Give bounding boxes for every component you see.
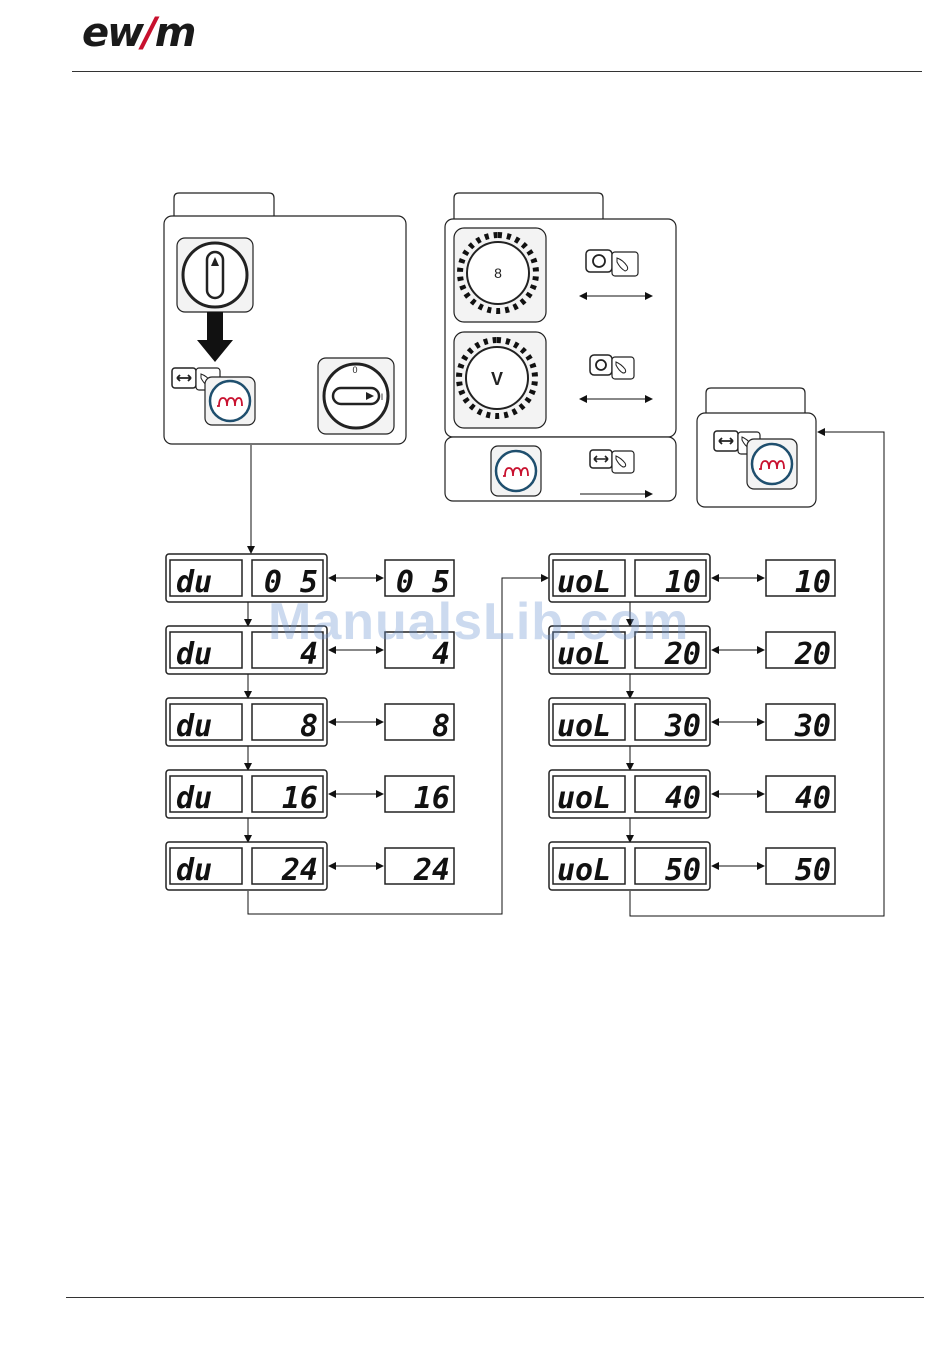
- display-mid: 16: [282, 781, 318, 816]
- display-right: 20: [794, 637, 831, 672]
- display-right: 30: [794, 709, 831, 744]
- panel-3: [697, 388, 816, 507]
- display-mid: 50: [665, 853, 701, 888]
- watermark: ManualsLib.com: [268, 592, 689, 652]
- display-right: 10: [795, 565, 831, 600]
- display-left: du: [176, 565, 212, 600]
- display-left: du: [176, 709, 212, 744]
- main-switch-icon: [177, 238, 253, 312]
- pushbutton-icon: [590, 355, 634, 379]
- display-left: du: [176, 853, 212, 888]
- knob-v-label: V: [491, 369, 503, 389]
- display-right: 16: [414, 781, 450, 816]
- switch-on-label: I: [381, 392, 384, 402]
- display-left: uoL: [557, 853, 611, 888]
- display-mid: 8: [300, 709, 318, 744]
- display-row: uoL 40 40: [549, 770, 835, 818]
- display-row: uoL 30 30: [549, 698, 835, 746]
- welding-mode-icon: [747, 439, 797, 489]
- display-left: du: [176, 781, 212, 816]
- display-row: uoL 50 50: [549, 842, 835, 890]
- switch-off-label: 0: [352, 365, 357, 375]
- welding-mode-icon: [205, 377, 255, 425]
- panel-2: 8 V: [445, 193, 676, 501]
- display-left: du: [176, 637, 212, 672]
- display-left: uoL: [557, 709, 611, 744]
- rotary-knob-icon: 8: [454, 228, 546, 322]
- display-mid: 30: [664, 709, 701, 744]
- display-right: 50: [795, 853, 831, 888]
- display-mid: 24: [281, 853, 318, 888]
- welding-mode-icon: [491, 446, 541, 496]
- display-mid: 40: [665, 781, 701, 816]
- display-right: 40: [795, 781, 831, 816]
- display-row: du 8 8: [166, 698, 454, 746]
- display-right: 24: [413, 853, 450, 888]
- display-row: du 24 24: [166, 842, 454, 890]
- main-switch-on-icon: 0 I: [318, 358, 394, 434]
- display-left: uoL: [557, 781, 611, 816]
- display-row: du 16 16: [166, 770, 454, 818]
- rotary-knob-v-icon: V: [454, 332, 546, 428]
- panel-1: 0 I: [164, 193, 406, 444]
- svg-text:8: 8: [494, 265, 502, 281]
- pushbutton-icon: [586, 250, 638, 276]
- display-right: 8: [432, 709, 450, 744]
